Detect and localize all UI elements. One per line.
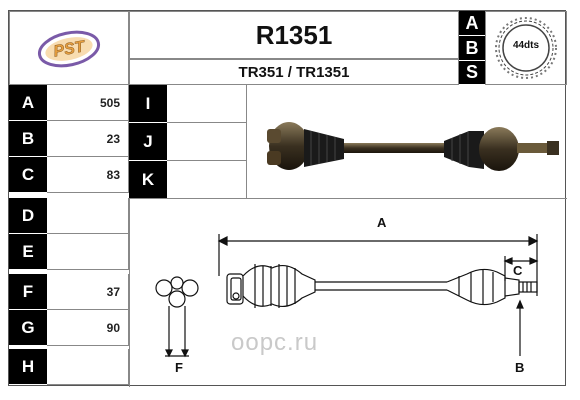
teeth-count: 44dts xyxy=(512,40,540,51)
row-value-i xyxy=(167,85,247,123)
row-value-a: 505 xyxy=(47,85,129,121)
abs-label-s: S xyxy=(459,61,485,85)
row-letter-e: E xyxy=(9,234,47,270)
abs-label-a: A xyxy=(459,11,485,36)
row-value-d xyxy=(47,198,129,234)
watermark: oopc.ru xyxy=(231,329,319,356)
logo-cell: PST xyxy=(9,11,129,85)
drive-shaft-diagram xyxy=(155,234,539,358)
cross-references: TR351 / TR1351 xyxy=(238,63,350,81)
row-letter-b: B xyxy=(9,121,47,157)
row-letter-c: C xyxy=(9,157,47,193)
dimension-f-label: F xyxy=(175,360,183,375)
drive-shaft-photo xyxy=(267,122,559,171)
title-cell xyxy=(129,11,459,59)
row-value-g: 90 xyxy=(47,310,129,346)
pst-logo: PST xyxy=(37,30,101,68)
logo-text: PST xyxy=(52,38,87,60)
dimension-c-label: C xyxy=(513,263,523,278)
row-value-h xyxy=(47,349,129,385)
row-value-k xyxy=(167,161,247,199)
row-letter-h: H xyxy=(9,349,47,385)
diagram-left-border xyxy=(129,198,130,387)
subtitle-cell xyxy=(129,59,459,85)
dimension-a-label: A xyxy=(377,215,387,230)
row-value-c: 83 xyxy=(47,157,129,193)
row-value-f: 37 xyxy=(47,274,129,310)
row-letter-g: G xyxy=(9,310,47,346)
row-letter-f: F xyxy=(9,274,47,310)
abs-ring-cell xyxy=(485,11,567,85)
diagram-divider xyxy=(129,198,567,199)
dimension-b-label: B xyxy=(515,360,525,375)
row-value-j xyxy=(167,123,247,161)
abs-ring-icon xyxy=(495,17,557,79)
row-value-e xyxy=(47,234,129,270)
row-letter-k: K xyxy=(129,161,167,199)
part-number: R1351 xyxy=(255,19,333,50)
row-value-b: 23 xyxy=(47,121,129,157)
row-letter-j: J xyxy=(129,123,167,161)
abs-label-b: B xyxy=(459,36,485,61)
row-letter-a: A xyxy=(9,85,47,121)
row-letter-i: I xyxy=(129,85,167,123)
row-letter-d: D xyxy=(9,198,47,234)
spec-sheet: PST R1351 TR351 / TR1351 A B S 44dts A 5… xyxy=(8,10,567,387)
